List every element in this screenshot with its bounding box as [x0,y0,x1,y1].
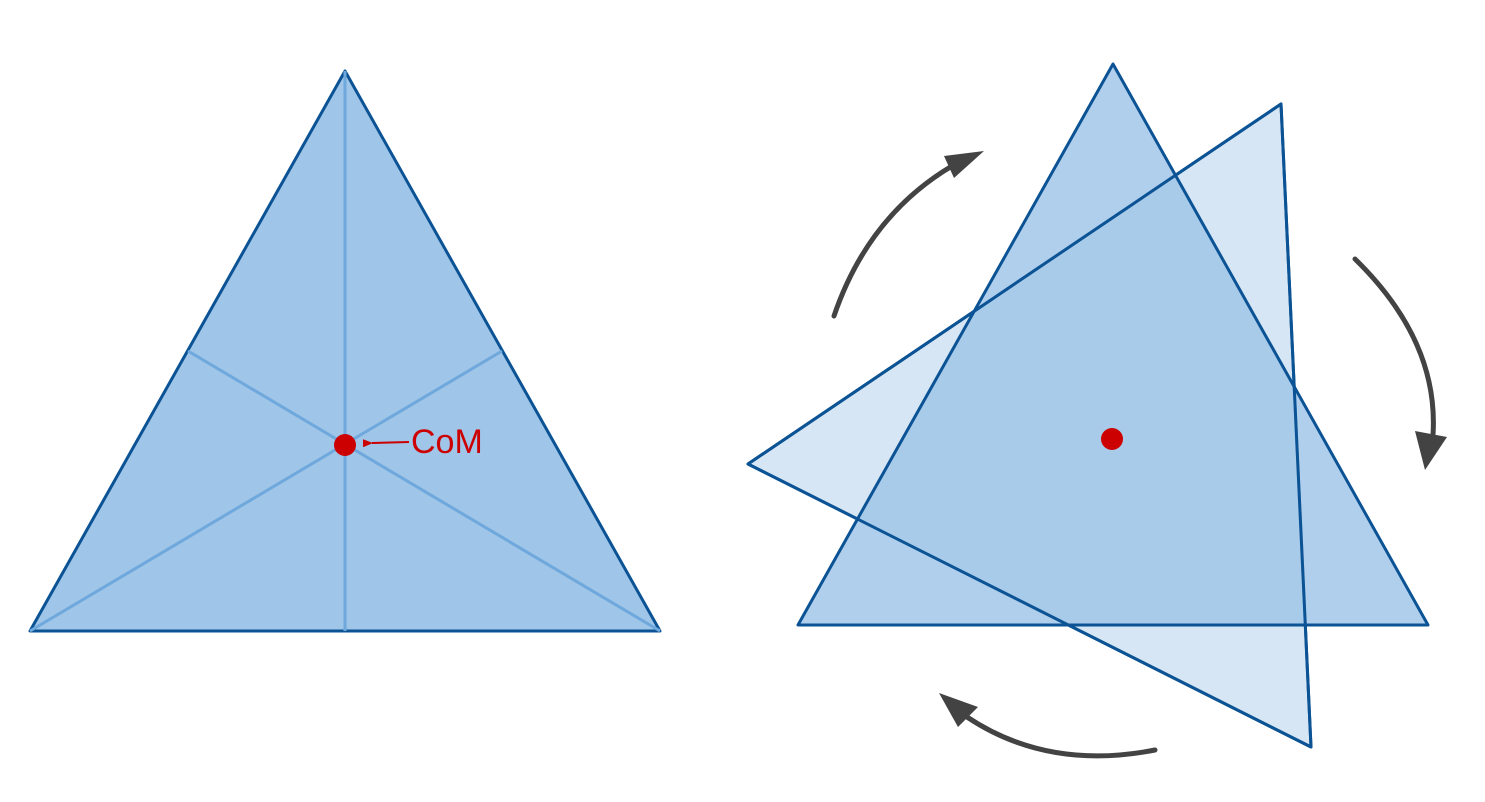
com-pointer-arrow [362,439,410,448]
median-bottom-right [187,349,661,633]
rotated-triangle-outline [746,102,1313,749]
rotation-arrow-bottom [939,693,1158,759]
rotation-arrow-upper-left [831,151,984,319]
rotation-arrowhead-bottom [939,693,978,727]
median-bottom-left [29,349,503,633]
com-point [334,434,356,456]
right-panel [746,62,1447,759]
com-label: CoM [411,423,483,461]
rotation-arrowhead-upper-left [944,151,984,178]
rotation-center-point [1101,428,1123,450]
left-panel: CoM [28,69,662,633]
rotation-arrow-right [1352,256,1447,470]
upright-triangle [796,62,1430,627]
rotation-arrowhead-right [1415,431,1447,470]
